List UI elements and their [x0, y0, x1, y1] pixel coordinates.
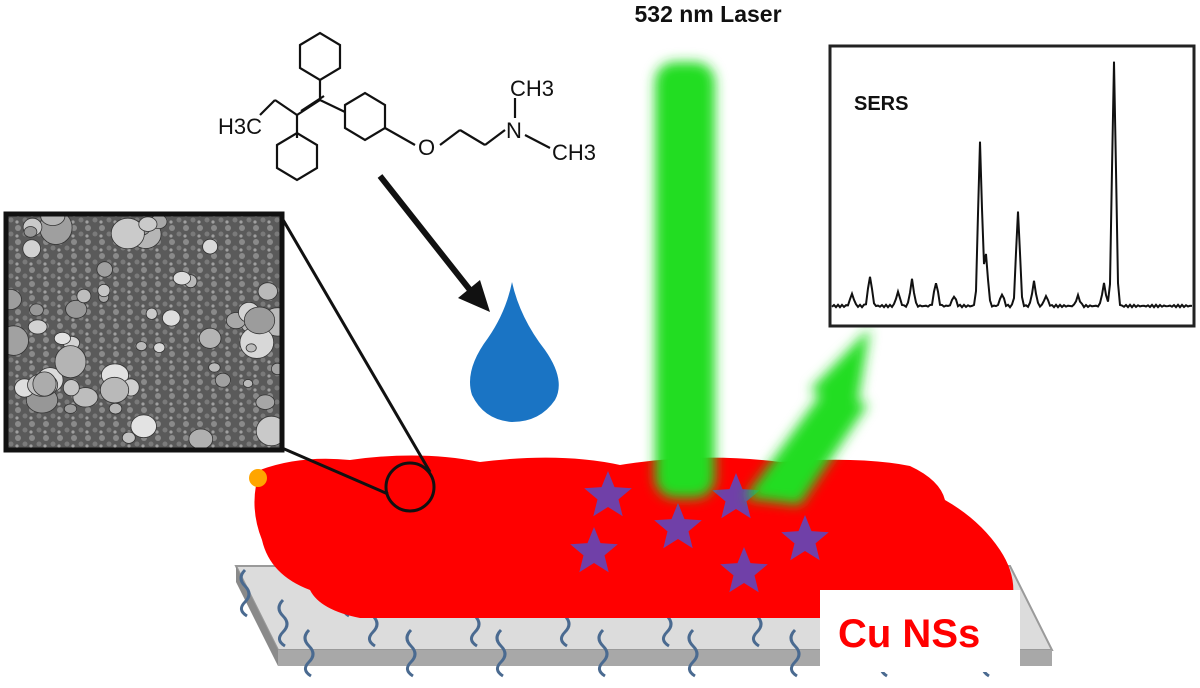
analyte-molecules — [570, 471, 829, 593]
sem-grain — [153, 342, 166, 353]
analyte-star-icon — [720, 547, 768, 593]
sem-grain — [32, 371, 57, 397]
sers-label: SERS — [854, 93, 908, 115]
zoom-indicator — [280, 217, 436, 513]
linker-strand — [687, 628, 699, 678]
sem-grain — [145, 307, 158, 320]
sem-grain — [202, 238, 219, 255]
sem-grain — [76, 288, 92, 304]
linker-strand — [789, 628, 801, 678]
sem-grain — [96, 261, 113, 278]
sem-grain — [214, 372, 231, 388]
analyte-star-icon — [781, 515, 829, 561]
sem-image-inset — [3, 211, 285, 453]
sers-spectrum-panel: SERS — [828, 44, 1196, 328]
sem-grain — [63, 403, 78, 414]
sem-grain — [29, 303, 44, 317]
sem-grain — [242, 379, 254, 388]
deposition-arrow — [377, 174, 490, 312]
sem-grain — [271, 362, 282, 375]
oxygen-label: O — [418, 135, 435, 160]
methyl-right-label: CH3 — [552, 140, 596, 165]
cu-nanostructure-film — [249, 455, 1014, 624]
sem-grain — [138, 216, 158, 232]
analyte-star-icon — [654, 503, 702, 549]
sem-grain — [108, 402, 123, 415]
sem-grain — [245, 343, 257, 353]
sem-grain — [97, 283, 111, 298]
sem-grain — [255, 394, 276, 410]
methyl-top-label: CH3 — [510, 76, 554, 101]
sem-grain — [99, 376, 130, 404]
sem-grain — [110, 217, 145, 250]
nitrogen-label: N — [506, 118, 522, 143]
sers-spectrum-trace — [831, 61, 1193, 309]
sem-grain — [208, 362, 221, 373]
droplet-icon — [470, 282, 559, 422]
cu-nss-label: Cu NSs — [838, 612, 980, 656]
sem-grain — [23, 226, 38, 238]
sem-grain — [172, 271, 191, 286]
linker-strand — [239, 568, 251, 618]
linker-strand — [405, 628, 417, 678]
linker-strand — [277, 598, 289, 648]
cu-label-box: Cu NSs — [820, 590, 1020, 672]
ethyl-methyl-label: H3C — [218, 114, 262, 139]
sem-grain — [188, 428, 214, 450]
sem-grain — [255, 415, 282, 447]
sem-grain — [62, 379, 80, 397]
linker-strand — [495, 628, 507, 678]
sem-grain — [257, 282, 278, 301]
sem-grain — [6, 325, 29, 356]
incident-laser-beam — [655, 62, 715, 498]
sem-grain — [121, 431, 136, 444]
scattered-light-bolt — [745, 328, 870, 505]
laser-label: 532 nm Laser — [634, 1, 781, 27]
sem-grain — [54, 345, 87, 379]
sem-grain — [53, 331, 71, 345]
sem-grain — [27, 319, 48, 335]
linker-strand — [303, 628, 315, 678]
molecule-structure — [259, 31, 551, 182]
sem-grain — [65, 299, 88, 319]
sem-grain — [135, 341, 148, 352]
sem-grain — [162, 309, 181, 327]
sem-grain — [243, 306, 276, 335]
linker-strand — [597, 628, 609, 678]
sem-grain — [72, 387, 99, 408]
sem-grain — [22, 239, 42, 259]
sem-grain — [198, 327, 222, 349]
analyte-star-icon — [712, 473, 760, 519]
sem-grain — [6, 288, 22, 311]
analyte-star-icon — [584, 471, 632, 517]
analyte-star-icon — [570, 527, 618, 573]
sem-grain — [130, 414, 157, 439]
